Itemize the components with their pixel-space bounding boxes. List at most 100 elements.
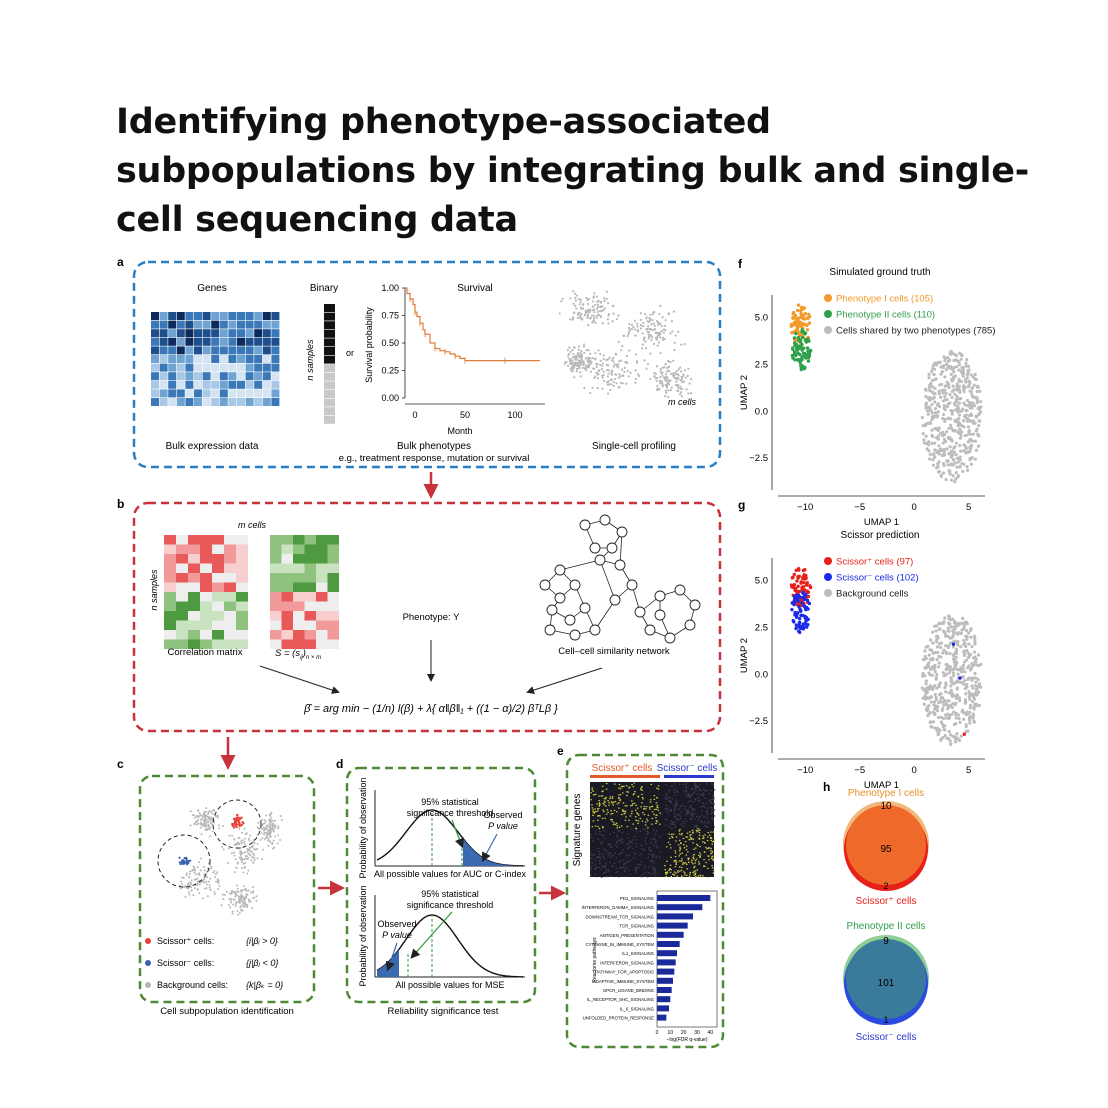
umap-point-background <box>975 663 979 667</box>
umap-point-background <box>961 616 965 620</box>
umap-point-background <box>944 690 948 694</box>
heatmap-pixel <box>610 819 612 821</box>
heatmap-pixel <box>638 866 640 869</box>
bulk-phenotypes-sub: e.g., treatment response, mutation or su… <box>339 453 530 464</box>
umap-point-background <box>937 693 942 697</box>
heatmap-pixel <box>689 797 692 799</box>
umap-point-background <box>962 651 966 655</box>
umap-point-background <box>949 679 953 683</box>
umap-point-group1 <box>808 584 812 588</box>
heatmap-pixel <box>707 876 710 879</box>
heatmap-pixel <box>629 860 632 862</box>
heatmap-cell <box>151 346 159 355</box>
cell-point <box>266 829 269 832</box>
sc-point <box>659 379 662 383</box>
cell-point <box>221 845 224 848</box>
heatmap-cell <box>185 346 194 355</box>
heatmap-cell <box>194 329 202 338</box>
umap-point-background <box>924 434 928 438</box>
heatmap-pixel <box>608 852 611 854</box>
heatmap-cell <box>262 320 271 329</box>
sc-point <box>645 367 648 370</box>
umap-point-background <box>959 680 963 684</box>
umap-point-background <box>930 441 934 445</box>
umap-point-background <box>970 678 974 682</box>
heatmap-pixel <box>609 833 611 835</box>
corr-cell <box>236 554 248 564</box>
umap-point-group2 <box>806 355 811 360</box>
sc-point <box>596 310 599 313</box>
umap-point-group2 <box>797 629 801 633</box>
cell-point <box>180 880 183 883</box>
heatmap-pixel <box>671 827 673 830</box>
heatmap-pixel <box>595 810 597 813</box>
umap-point-background <box>930 415 935 419</box>
heatmap-pixel <box>698 829 701 831</box>
cell-point <box>212 871 215 874</box>
sc-point <box>576 316 580 320</box>
umap-point-background <box>951 458 956 462</box>
heatmap-pixel <box>639 817 642 820</box>
heatmap-pixel <box>713 869 715 872</box>
heatmap-pixel <box>634 853 637 855</box>
panel-f-letter: f <box>738 257 743 271</box>
heatmap-pixel <box>599 830 601 832</box>
sc-point <box>596 300 599 303</box>
umap-point-background <box>948 436 952 440</box>
umap-point-background <box>949 426 954 430</box>
sc-point <box>659 382 662 385</box>
umap-point-background <box>976 677 980 682</box>
heatmap-pixel <box>693 874 695 876</box>
heatmap-pixel <box>705 790 707 792</box>
heatmap-pixel <box>658 873 660 875</box>
heatmap-pixel <box>616 846 618 848</box>
sc-point <box>610 383 613 386</box>
network-edge <box>559 559 601 571</box>
heatmap-pixel <box>695 875 697 877</box>
heatmap-cell <box>237 380 245 389</box>
heatmap-pixel <box>688 839 690 841</box>
network-node <box>606 542 618 554</box>
heatmap-pixel <box>597 847 599 850</box>
umap-point-background <box>937 449 941 453</box>
umap-point-background <box>928 457 932 461</box>
heatmap-pixel <box>707 820 710 822</box>
sc-point <box>572 302 575 305</box>
umap-point-background <box>961 469 965 474</box>
umap-point-background <box>949 684 953 688</box>
umap-point-background <box>972 634 977 638</box>
sc-point <box>587 302 590 306</box>
heatmap-pixel <box>692 832 694 834</box>
pathway-bar <box>657 931 684 938</box>
umap-point-background <box>923 423 928 428</box>
sc-point <box>663 366 666 369</box>
cell-point <box>238 837 241 840</box>
umap-point-background <box>965 357 969 362</box>
heatmap-pixel <box>644 871 646 874</box>
sc-point <box>647 320 650 324</box>
heatmap-pixel <box>700 820 703 822</box>
heatmap-pixel <box>702 835 704 837</box>
network-edge <box>599 559 616 601</box>
umap-point-background <box>943 698 947 702</box>
heatmap-cell <box>151 312 159 320</box>
sc-point <box>591 309 594 312</box>
heatmap-cell <box>211 329 220 338</box>
sc-point <box>667 359 670 362</box>
heatmap-cell <box>151 320 159 329</box>
umap-point-background <box>930 411 934 415</box>
umap-point-background <box>947 426 951 430</box>
cell-point <box>263 818 266 821</box>
umap-point-background <box>929 389 933 393</box>
umap-point-group1 <box>802 588 807 592</box>
umap-point-background <box>949 478 954 482</box>
cell-point <box>268 833 271 836</box>
cell-point <box>231 910 234 913</box>
sc-point <box>583 314 587 317</box>
umap-point-background <box>967 642 971 646</box>
heatmap-pixel <box>668 837 671 839</box>
heatmap-pixel <box>591 789 594 791</box>
corr-cell <box>164 563 176 573</box>
umap-point-background <box>970 406 974 410</box>
umap-point-background <box>928 638 933 642</box>
